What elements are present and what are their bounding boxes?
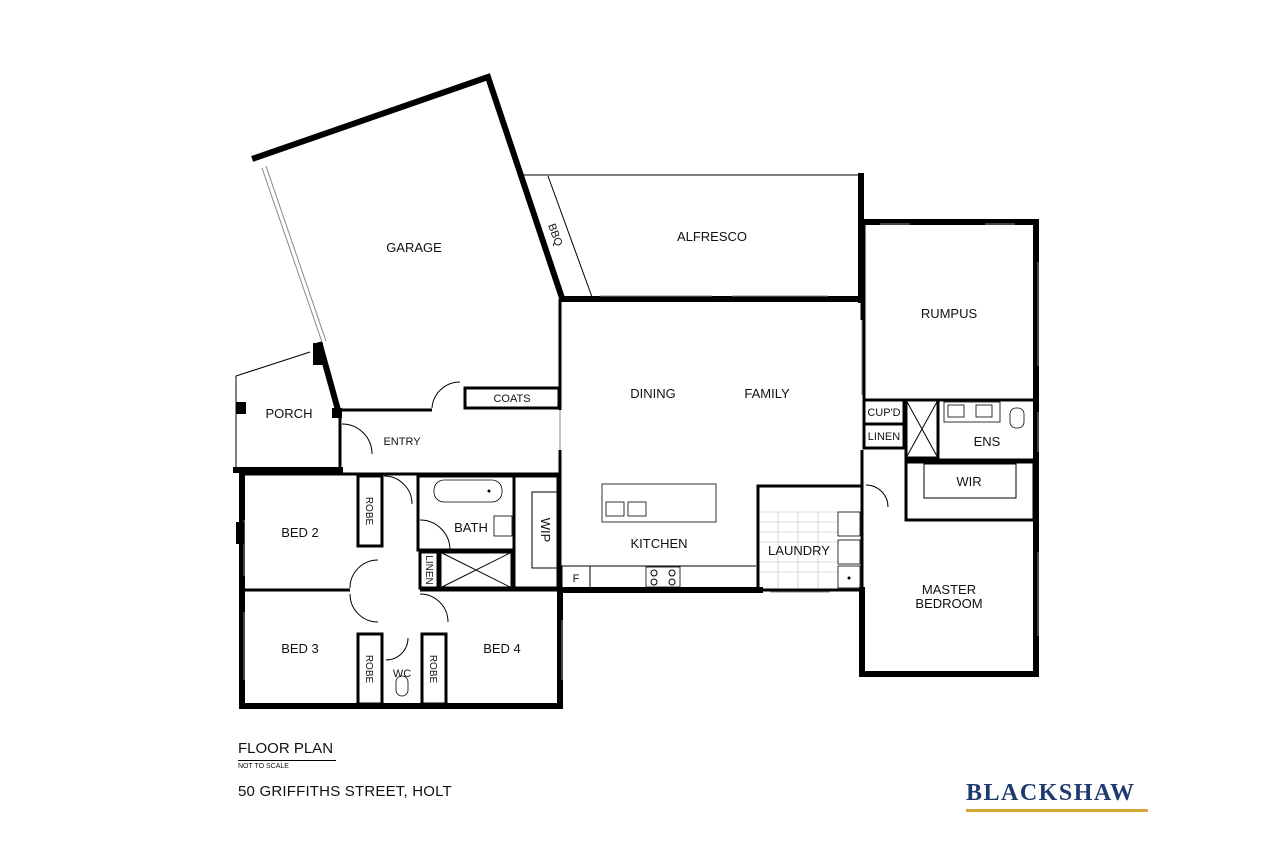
label-master-bedroom-line1: MASTER	[922, 582, 976, 597]
brand-name: BLACKSHAW	[966, 780, 1136, 806]
master-wing-walls	[859, 219, 1039, 677]
laundry-walls	[756, 484, 864, 593]
alfresco-outline	[522, 173, 865, 303]
bedrooms-walls	[236, 471, 563, 709]
title-underline	[238, 760, 336, 761]
label-rumpus: RUMPUS	[921, 306, 978, 321]
label-bed2: BED 2	[281, 525, 319, 540]
label-cupd: CUP'D	[867, 407, 900, 419]
label-robe-bed4: ROBE	[427, 655, 438, 684]
label-bed4: BED 4	[483, 641, 521, 656]
brand-logo: BLACKSHAW	[966, 780, 1150, 812]
label-linen-ensuite: LINEN	[868, 431, 900, 443]
label-wip: WIP	[538, 518, 553, 543]
plan-title: FLOOR PLAN	[238, 740, 334, 757]
scale-note: NOT TO SCALE	[238, 763, 289, 770]
label-master-bedroom-line2: BEDROOM	[915, 596, 982, 611]
label-linen-hall: LINEN	[423, 555, 434, 584]
label-family: FAMILY	[744, 386, 790, 401]
label-entry: ENTRY	[383, 436, 421, 448]
label-alfresco: ALFRESCO	[677, 229, 747, 244]
label-kitchen: KITCHEN	[630, 536, 687, 551]
label-dining: DINING	[630, 386, 676, 401]
label-wir: WIR	[956, 474, 981, 489]
label-fridge: F	[573, 573, 580, 585]
label-bbq: BBQ	[545, 222, 564, 248]
porch-entry-walls	[233, 351, 461, 474]
garage-walls	[251, 73, 566, 414]
label-porch: PORCH	[266, 406, 313, 421]
label-ensuite: ENS	[974, 434, 1001, 449]
brand-accent-bar	[966, 809, 1148, 812]
label-laundry: LAUNDRY	[768, 543, 830, 558]
label-robe-bed2: ROBE	[363, 497, 374, 526]
label-robe-bed3: ROBE	[363, 655, 374, 684]
label-coats: COATS	[493, 393, 530, 405]
label-bed3: BED 3	[281, 641, 319, 656]
label-wc: WC	[393, 668, 411, 680]
property-address: 50 GRIFFITHS STREET, HOLT	[238, 783, 452, 800]
label-garage: GARAGE	[386, 240, 442, 255]
label-bath: BATH	[454, 520, 488, 535]
